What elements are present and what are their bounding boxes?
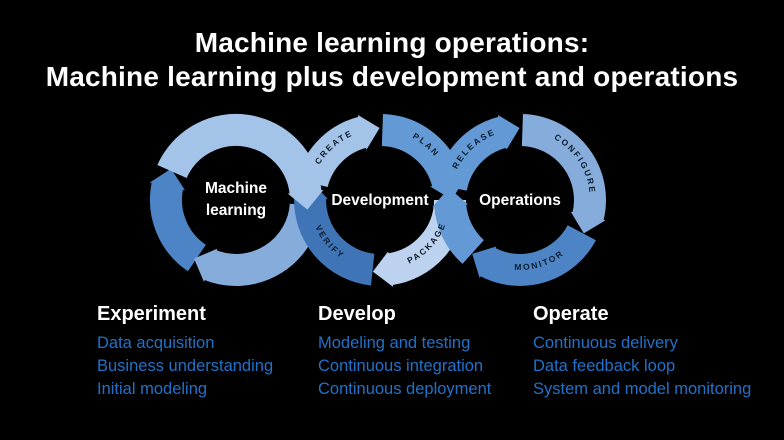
ring-label-operations: Operations (479, 192, 561, 209)
column-list: Continuous delivery Data feedback loop S… (533, 332, 751, 401)
ring-label-development: Development (331, 192, 428, 209)
column-list: Data acquisition Business understanding … (97, 332, 273, 401)
mlops-diagram: CREATE PLAN PACKAGE VERIFY RELEASE CONFI… (149, 113, 606, 287)
list-item: System and model monitoring (533, 380, 752, 398)
list-item: Data acquisition (97, 334, 215, 352)
list-item: Continuous deployment (318, 380, 492, 398)
list-item: Continuous integration (318, 357, 484, 375)
column-operate: Operate Continuous delivery Data feedbac… (533, 301, 751, 401)
column-list: Modeling and testing Continuous integrat… (318, 332, 491, 401)
column-develop: Develop Modeling and testing Continuous … (318, 301, 491, 401)
list-item: Continuous delivery (533, 334, 678, 352)
ring-machine-learning (149, 168, 322, 286)
segment-ops-bottom-left (432, 187, 485, 264)
segment-verify (292, 180, 376, 286)
list-item: Data feedback loop (533, 357, 676, 375)
ring-operations (432, 114, 606, 286)
column-experiment: Experiment Data acquisition Business und… (97, 301, 273, 401)
title-line-1: Machine learning operations: (194, 27, 590, 58)
segment-ml-left (149, 168, 207, 272)
ring-label-learning: learning (206, 202, 266, 219)
list-item: Initial modeling (97, 380, 208, 398)
slide-title: Machine learning operations: Machine lea… (0, 26, 784, 94)
column-heading-develop: Develop (318, 303, 396, 325)
list-item: Modeling and testing (318, 334, 471, 352)
list-item: Business understanding (97, 357, 274, 375)
segment-monitor (472, 224, 596, 286)
segment-release (435, 114, 520, 192)
title-line-2: Machine learning plus development and op… (45, 61, 739, 92)
segment-configure (521, 114, 606, 234)
segment-ml-top (157, 113, 324, 210)
ring-label-machine: Machine (205, 180, 267, 197)
column-heading-experiment: Experiment (97, 303, 206, 325)
column-heading-operate: Operate (533, 303, 609, 325)
